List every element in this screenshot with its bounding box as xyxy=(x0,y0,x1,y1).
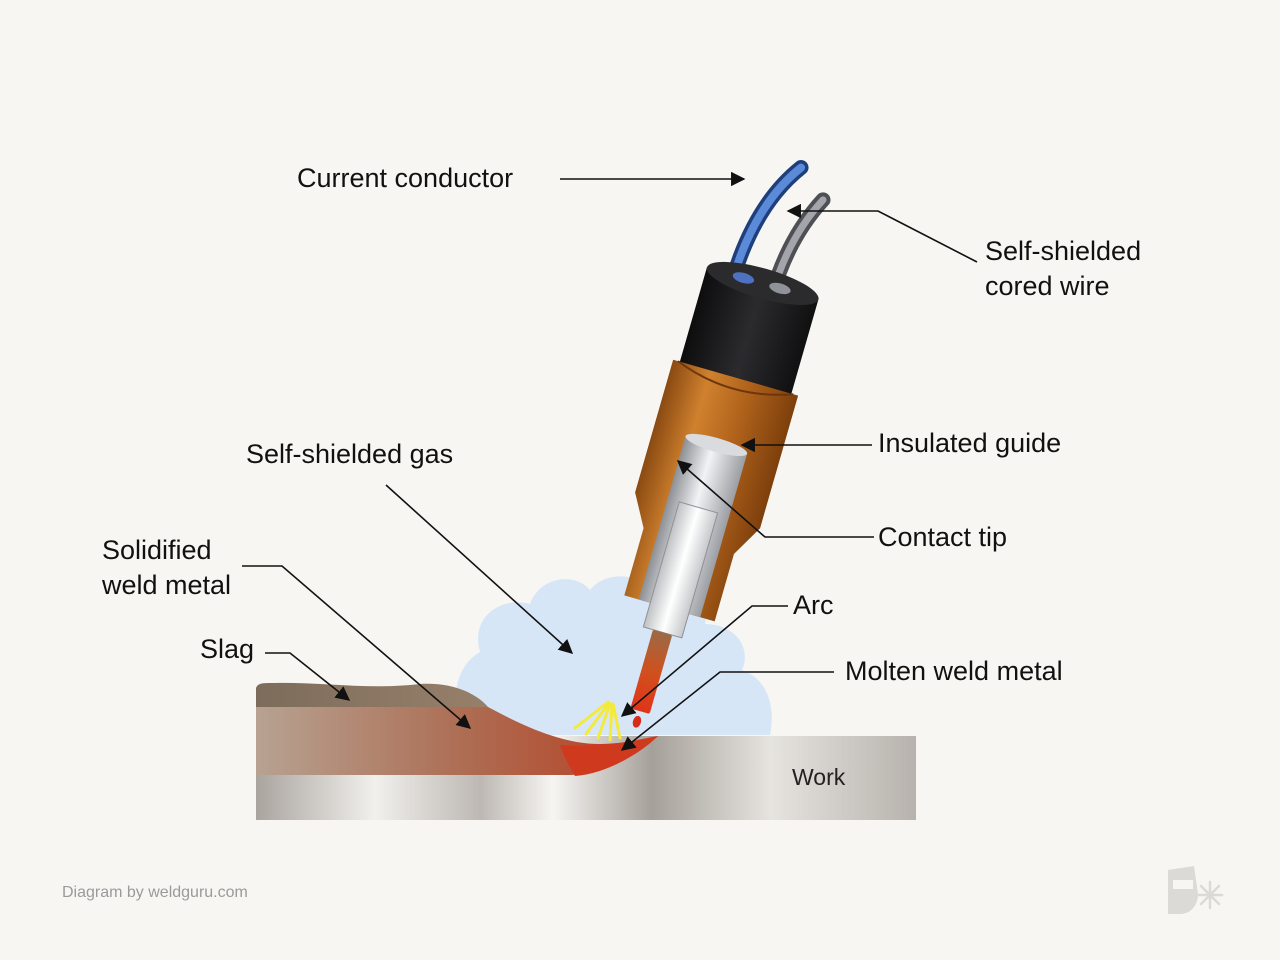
label-self-shielded-gas: Self-shielded gas xyxy=(246,439,454,469)
welding-torch xyxy=(624,160,831,728)
label-contact-tip: Contact tip xyxy=(878,522,1008,552)
label-solidified-line2: weld metal xyxy=(102,570,232,600)
label-work: Work xyxy=(792,764,846,790)
label-cored-wire-line1: Self-shielded xyxy=(985,236,1142,266)
label-cored-wire-line2: cored wire xyxy=(985,271,1110,301)
leader-slag xyxy=(265,652,351,701)
electrode xyxy=(630,630,672,714)
label-insulated-guide: Insulated guide xyxy=(878,428,1062,458)
footer-credit: Diagram by weldguru.com xyxy=(62,884,248,901)
shielding-gas-cloud xyxy=(455,576,772,735)
leader-molten-weld-metal xyxy=(620,671,834,751)
leader-arc xyxy=(620,605,788,717)
welding-helmet-logo-icon xyxy=(1168,866,1224,914)
leader-solidified-weld xyxy=(242,565,472,729)
label-molten-weld-metal: Molten weld metal xyxy=(845,656,1063,686)
molten-droplet xyxy=(632,715,642,728)
slag-layer xyxy=(256,682,488,707)
leader-contact-tip xyxy=(676,460,874,538)
label-arc: Arc xyxy=(793,590,834,620)
leader-lines xyxy=(242,171,978,751)
arc-sparks xyxy=(573,700,622,742)
label-solidified-line1: Solidified xyxy=(102,535,212,565)
label-solidified-weld-metal: Solidified weld metal xyxy=(102,533,231,603)
label-slag: Slag xyxy=(200,634,255,664)
label-current-conductor: Current conductor xyxy=(297,163,514,193)
weld-bead xyxy=(256,707,658,775)
label-cored-wire: Self-shielded cored wire xyxy=(985,234,1141,304)
leader-self-shielded-gas xyxy=(385,484,574,654)
leader-cored-wire xyxy=(786,203,978,263)
